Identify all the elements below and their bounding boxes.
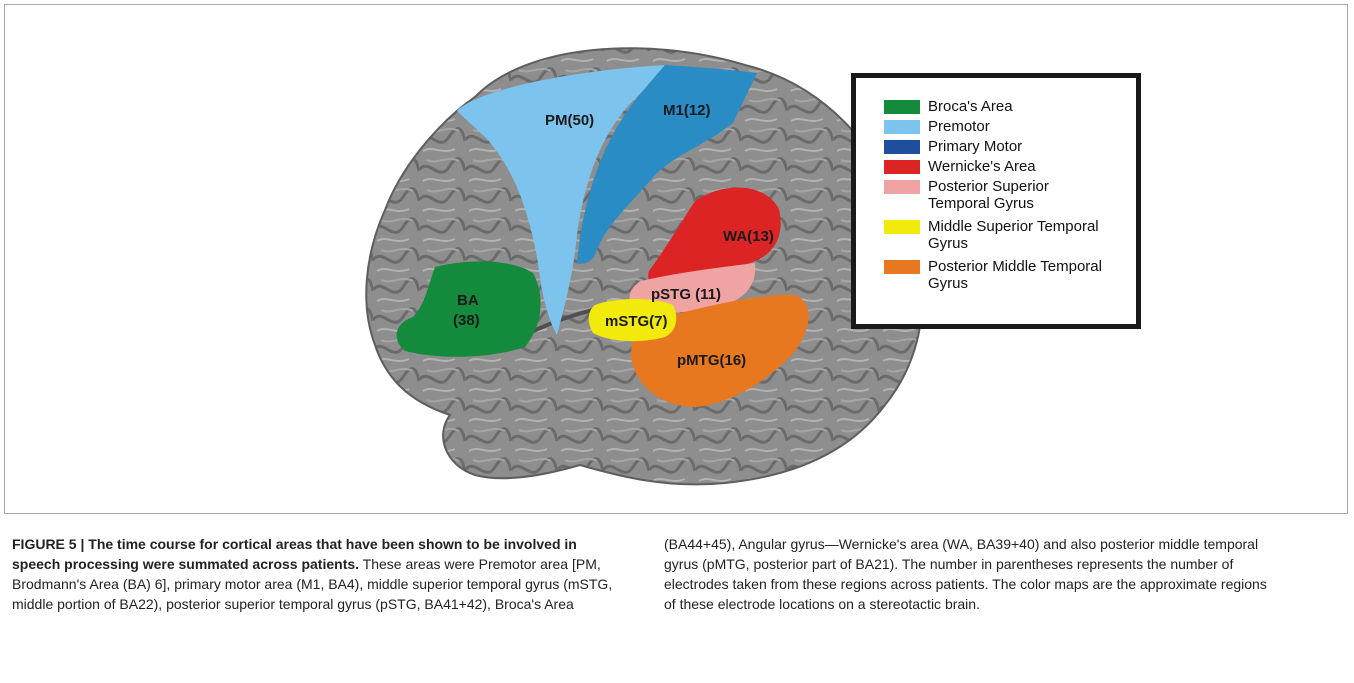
caption-column-right: (BA44+45), Angular gyrus—Wernicke's area… — [664, 534, 1274, 614]
legend-item-premotor: Premotor — [884, 118, 1108, 135]
caption-column-left: FIGURE 5 | The time course for cortical … — [12, 534, 622, 614]
legend-item-pstg: Posterior Superior Temporal Gyrus — [884, 178, 1108, 212]
legend-label: Posterior Middle Temporal Gyrus — [928, 258, 1108, 292]
label-pstg: pSTG (11) — [651, 286, 721, 303]
legend-swatch — [884, 260, 920, 274]
legend-swatch — [884, 100, 920, 114]
legend-item-pmtg: Posterior Middle Temporal Gyrus — [884, 258, 1108, 292]
legend-item-wernicke: Wernicke's Area — [884, 158, 1108, 175]
legend-label: Primary Motor — [928, 138, 1108, 155]
label-m1: M1(12) — [663, 102, 711, 119]
label-ba-line1: BA — [457, 292, 479, 309]
caption-text-right: (BA44+45), Angular gyrus—Wernicke's area… — [664, 536, 1267, 612]
label-mstg: mSTG(7) — [605, 313, 668, 330]
legend-label: Wernicke's Area — [928, 158, 1108, 175]
legend-swatch — [884, 140, 920, 154]
label-pmtg: pMTG(16) — [677, 352, 746, 369]
legend-item-broca: Broca's Area — [884, 98, 1108, 115]
legend-item-primary-motor: Primary Motor — [884, 138, 1108, 155]
label-pm: PM(50) — [545, 112, 594, 129]
figure-panel: PM(50) M1(12) WA(13) pSTG (11) mSTG(7) B… — [4, 4, 1348, 514]
legend-label: Posterior Superior Temporal Gyrus — [928, 178, 1108, 212]
legend-label: Broca's Area — [928, 98, 1108, 115]
legend-swatch — [884, 220, 920, 234]
legend-swatch — [884, 180, 920, 194]
legend: Broca's Area Premotor Primary Motor Wern… — [851, 73, 1141, 329]
legend-swatch — [884, 160, 920, 174]
legend-swatch — [884, 120, 920, 134]
legend-label: Middle Superior Temporal Gyrus — [928, 218, 1108, 252]
label-ba-line2: (38) — [453, 312, 480, 329]
label-wa: WA(13) — [723, 228, 774, 245]
brain-illustration: PM(50) M1(12) WA(13) pSTG (11) mSTG(7) B… — [5, 5, 1349, 515]
legend-item-mstg: Middle Superior Temporal Gyrus — [884, 218, 1108, 252]
legend-label: Premotor — [928, 118, 1108, 135]
figure-caption: FIGURE 5 | The time course for cortical … — [4, 520, 1348, 680]
